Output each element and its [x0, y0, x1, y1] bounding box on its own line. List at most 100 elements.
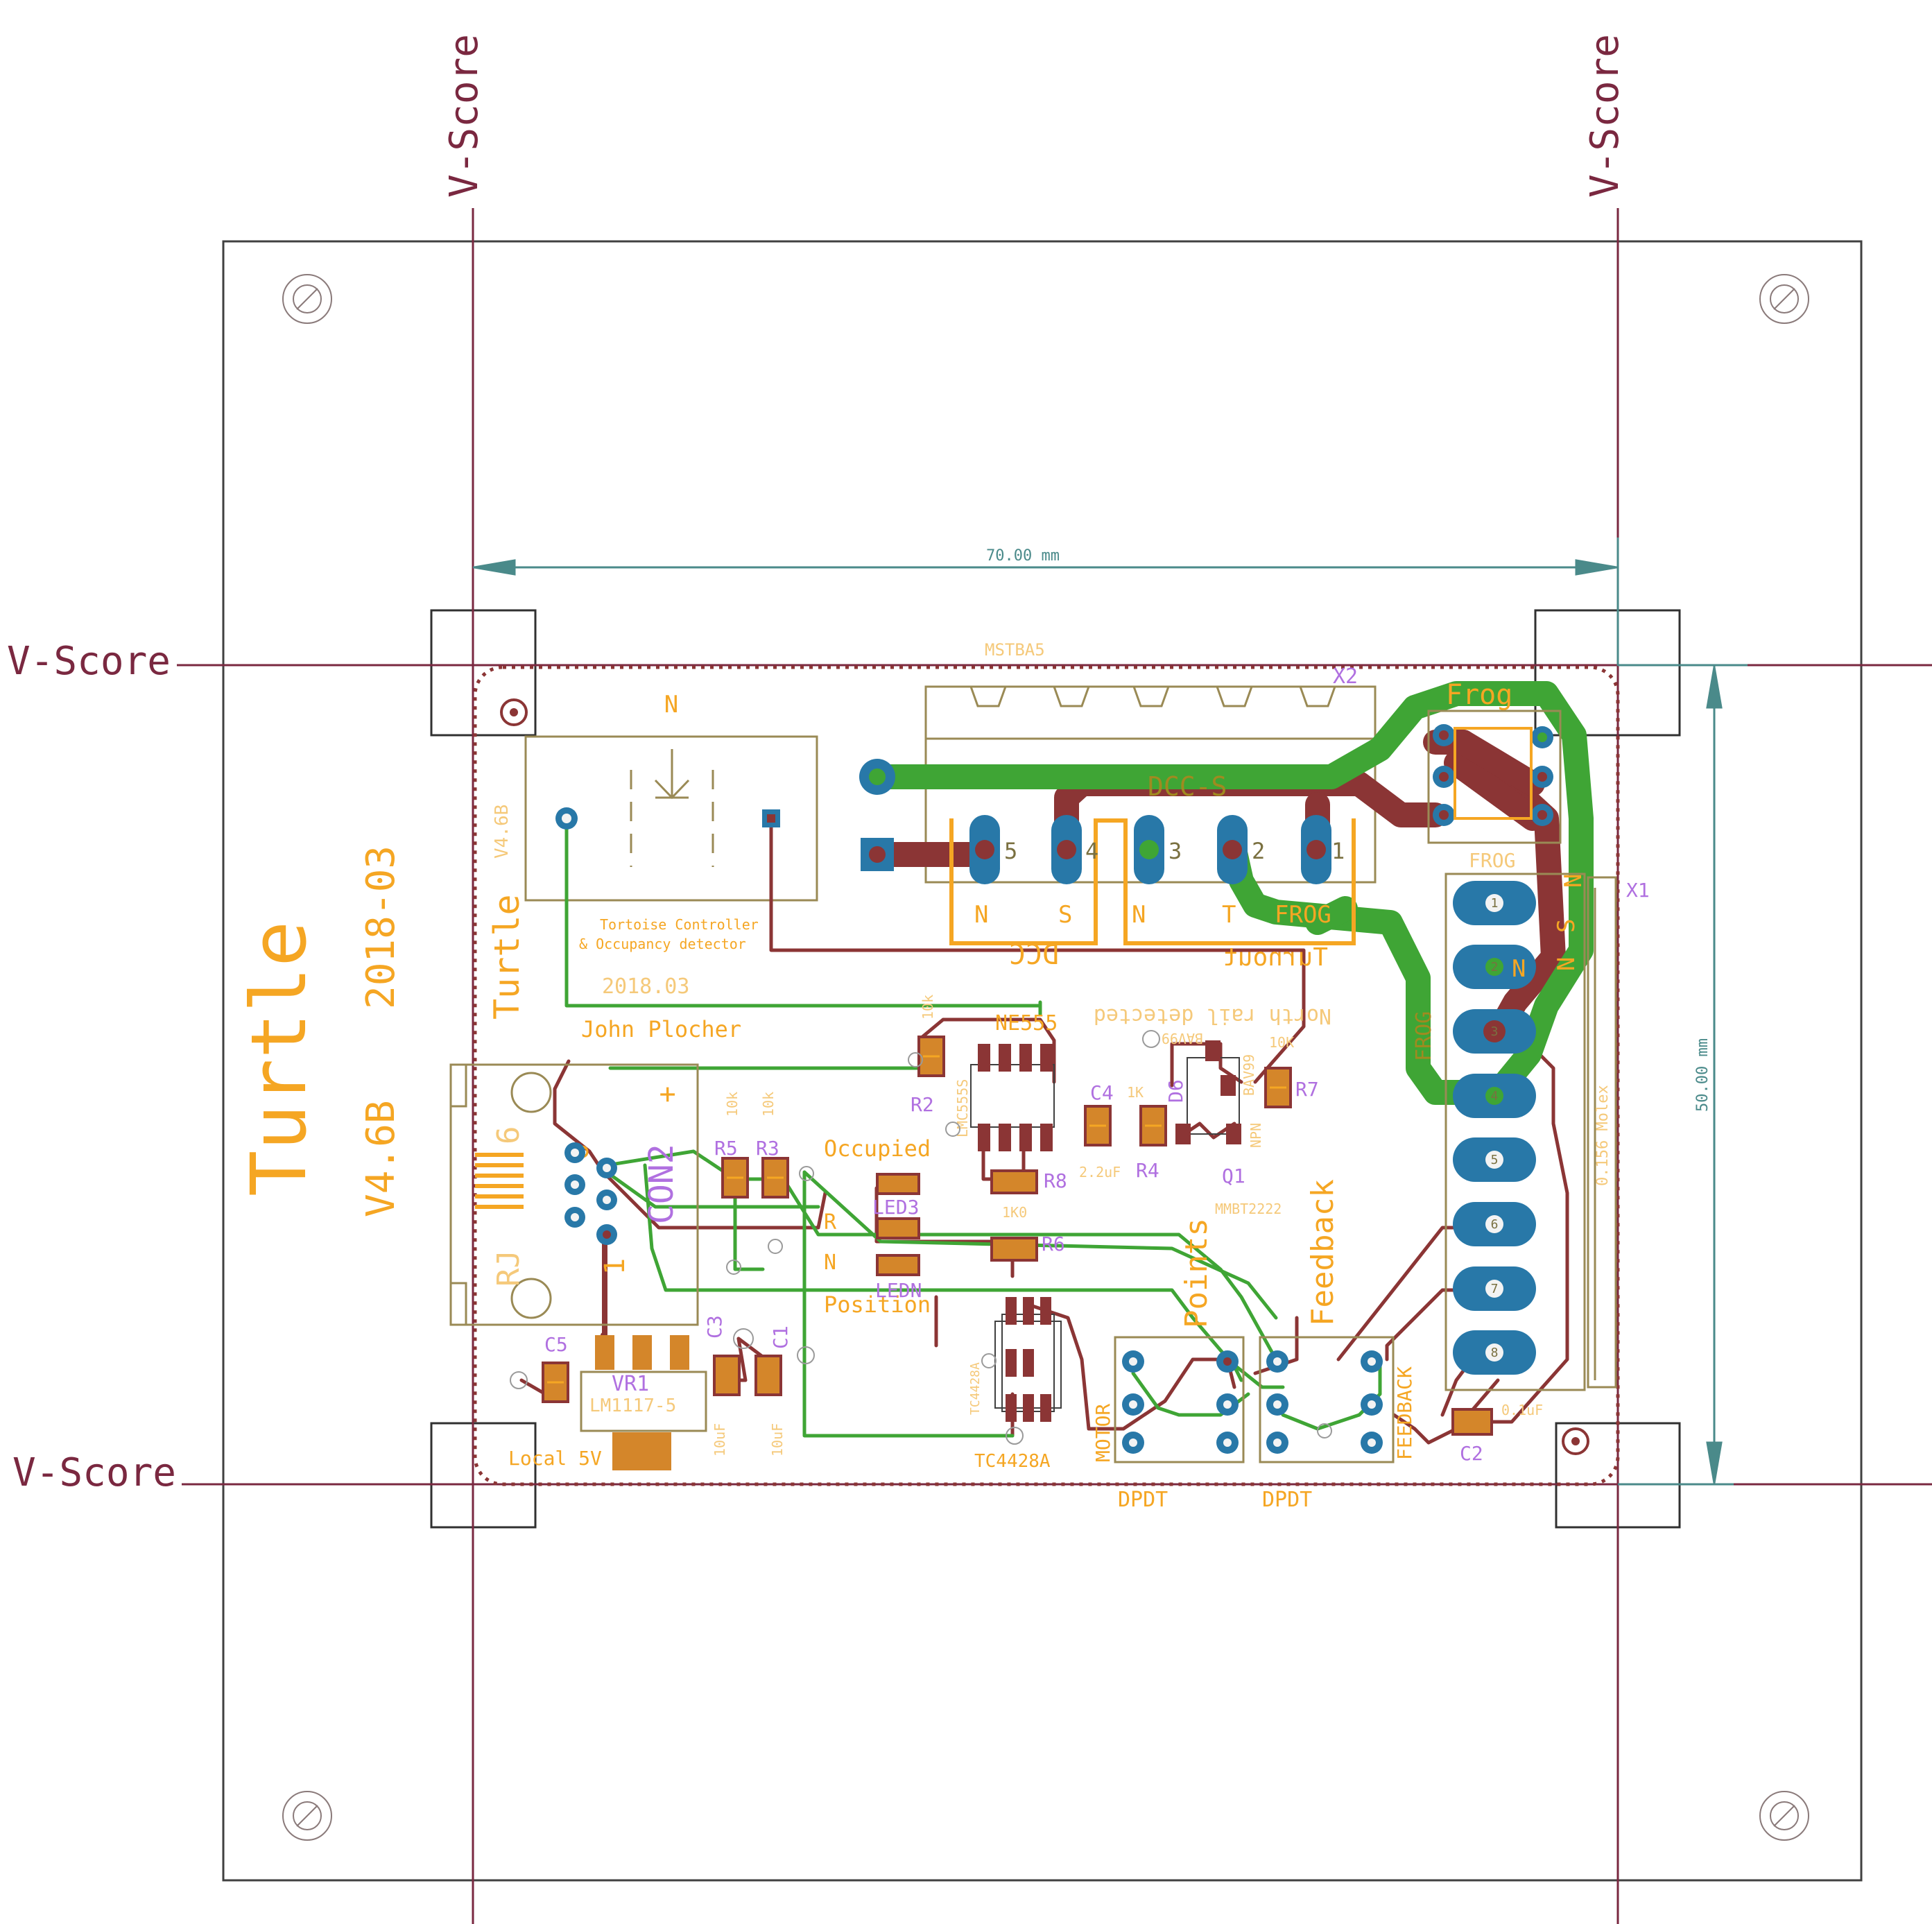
r2-label: R2 — [911, 1093, 934, 1116]
rj-pin-1: 1 — [599, 1258, 631, 1275]
turnout-label: Turnout — [1223, 943, 1328, 972]
x1-label-n3: N — [1553, 957, 1580, 971]
term-label-n2: N — [1132, 901, 1146, 929]
val-10k-c: 10k — [760, 1092, 777, 1117]
x1-footprint — [1444, 873, 1617, 1391]
mstba5-pin-1: 1 — [1331, 838, 1345, 864]
q1-pads — [1175, 1040, 1241, 1144]
mstba5-pin-2: 2 — [1252, 838, 1265, 864]
val-10uf-b: 10uF — [769, 1423, 786, 1457]
val-1k0: 1K0 — [1002, 1204, 1027, 1221]
frog-relay-footprint — [1427, 710, 1562, 844]
val-10k-a: 10k — [920, 995, 936, 1020]
tortoise-footprint — [524, 735, 818, 902]
c2-label: C2 — [1460, 1442, 1483, 1465]
mounting-hole-icon — [282, 1791, 332, 1841]
fiducial-bottom-right — [1562, 1427, 1589, 1455]
vr1-footprint — [580, 1335, 707, 1470]
feedback-label: Feedback — [1305, 1179, 1340, 1326]
panel-outline — [222, 240, 1863, 1882]
x1-pin-8: 8 — [1491, 1346, 1499, 1360]
d6-label: D6 — [1164, 1079, 1187, 1103]
dimension-height-label: 50.00 mm — [1694, 1038, 1711, 1112]
tc4428-side-label: TC4428A — [968, 1362, 983, 1415]
n-label: N — [824, 1251, 836, 1275]
frog-top-label: FROG — [1469, 849, 1515, 872]
term-label-n1: N — [974, 901, 988, 929]
mstba5-pin-3: 3 — [1168, 838, 1182, 864]
r6-label: R6 — [1042, 1232, 1065, 1255]
dimension-width: 70.00 mm — [473, 538, 1619, 666]
con2-label: CON2 — [642, 1144, 681, 1224]
dcc-label: DCC — [1009, 939, 1059, 971]
rj-label: RJ — [491, 1250, 526, 1287]
tortoise-pads[interactable] — [555, 807, 780, 830]
frog-big-label: Frog — [1446, 679, 1512, 711]
vr1-part-label: LM1117-5 — [589, 1395, 676, 1416]
mstba5-pin-5: 5 — [1004, 838, 1017, 864]
bottom-copper-traces — [564, 681, 1594, 1438]
x1-pin-2: 2 — [1491, 960, 1499, 974]
x1-label-n2: N — [1512, 955, 1526, 983]
ne555-label: NE555 — [995, 1011, 1058, 1036]
rj-jack-footprint — [449, 1063, 699, 1326]
q1-label: Q1 — [1222, 1165, 1245, 1187]
dpdt-pads[interactable] — [1122, 1350, 1383, 1454]
c4-label: C4 — [1090, 1081, 1114, 1104]
x1-pin-4: 4 — [1491, 1089, 1499, 1103]
mstba5-label: MSTBA5 — [985, 640, 1045, 660]
ne555-pads — [978, 1044, 1053, 1151]
power-pads[interactable] — [859, 759, 895, 871]
tagline-2: & Occupancy detector — [579, 936, 746, 952]
board-date: 2018-03 — [359, 845, 404, 1009]
bav99-b-label: BAV99 — [1241, 1054, 1257, 1096]
mounting-hole-icon — [1759, 1791, 1809, 1841]
board-title: Turtle — [234, 921, 323, 1196]
r-label: R — [824, 1210, 837, 1235]
ne555-pkg-label: LMC555S — [954, 1079, 971, 1137]
term-label-s: S — [1058, 901, 1072, 929]
x1-pad-drills — [1483, 894, 1506, 1362]
ledn-label: LEDN — [875, 1279, 922, 1302]
position-label: Position — [824, 1291, 931, 1318]
x1-label: X1 — [1626, 879, 1650, 902]
q1-part-label: MMBT2222 — [1215, 1201, 1282, 1217]
r7-label: R7 — [1295, 1078, 1319, 1101]
dpdt1-label: DPDT — [1118, 1488, 1168, 1512]
mounting-holes — [282, 274, 1809, 1841]
tc4428-pads — [1006, 1297, 1051, 1422]
ne555-footprint — [970, 1064, 1055, 1128]
dpdt-points-footprint — [1114, 1336, 1245, 1463]
bav99-a-label: BAV99 — [1162, 1030, 1203, 1047]
rj-pin-6a: 6 — [491, 1126, 526, 1145]
dcc-s-label: DCC-S — [1148, 771, 1227, 802]
term-label-t: T — [1222, 901, 1236, 929]
vertical-version: V4.6B — [492, 805, 512, 859]
board-outline — [473, 665, 1620, 1486]
x1-label-s: S — [1553, 919, 1580, 933]
val-01uf: 0.1uF — [1501, 1402, 1543, 1418]
c1-label: C1 — [769, 1325, 792, 1349]
rj-jack-pads[interactable] — [564, 1142, 617, 1245]
tagline-1: Tortoise Controller — [600, 916, 759, 933]
molex-label: 0.156 Molex — [1594, 1085, 1612, 1186]
r8-label: R8 — [1044, 1169, 1067, 1192]
vscore-label-left-lower: V-Score — [12, 1450, 176, 1495]
r3-label: R3 — [756, 1137, 779, 1160]
north-label: N — [664, 691, 678, 719]
mstba5-pads[interactable] — [969, 815, 1331, 884]
val-1k: 1K — [1127, 1084, 1144, 1101]
occupied-label: Occupied — [824, 1135, 931, 1162]
vscore-label-top-right: V-Score — [1582, 34, 1628, 198]
val-10k-b: 10k — [724, 1092, 741, 1117]
x1-pin-5: 5 — [1491, 1153, 1499, 1167]
vr1-label: VR1 — [612, 1372, 649, 1396]
feedback-small-label: FEEDBACK — [1393, 1366, 1416, 1460]
smd-part-silk — [547, 1055, 1286, 1384]
dimension-height: 50.00 mm — [1618, 664, 1748, 1486]
motor-label: MOTOR — [1092, 1404, 1114, 1462]
terminal-silk-box — [949, 818, 1356, 945]
rj-jack-contacts — [475, 1153, 524, 1209]
frog-relay-pads[interactable] — [1433, 724, 1553, 826]
north-rail-label: North rail detected — [1094, 1004, 1331, 1028]
